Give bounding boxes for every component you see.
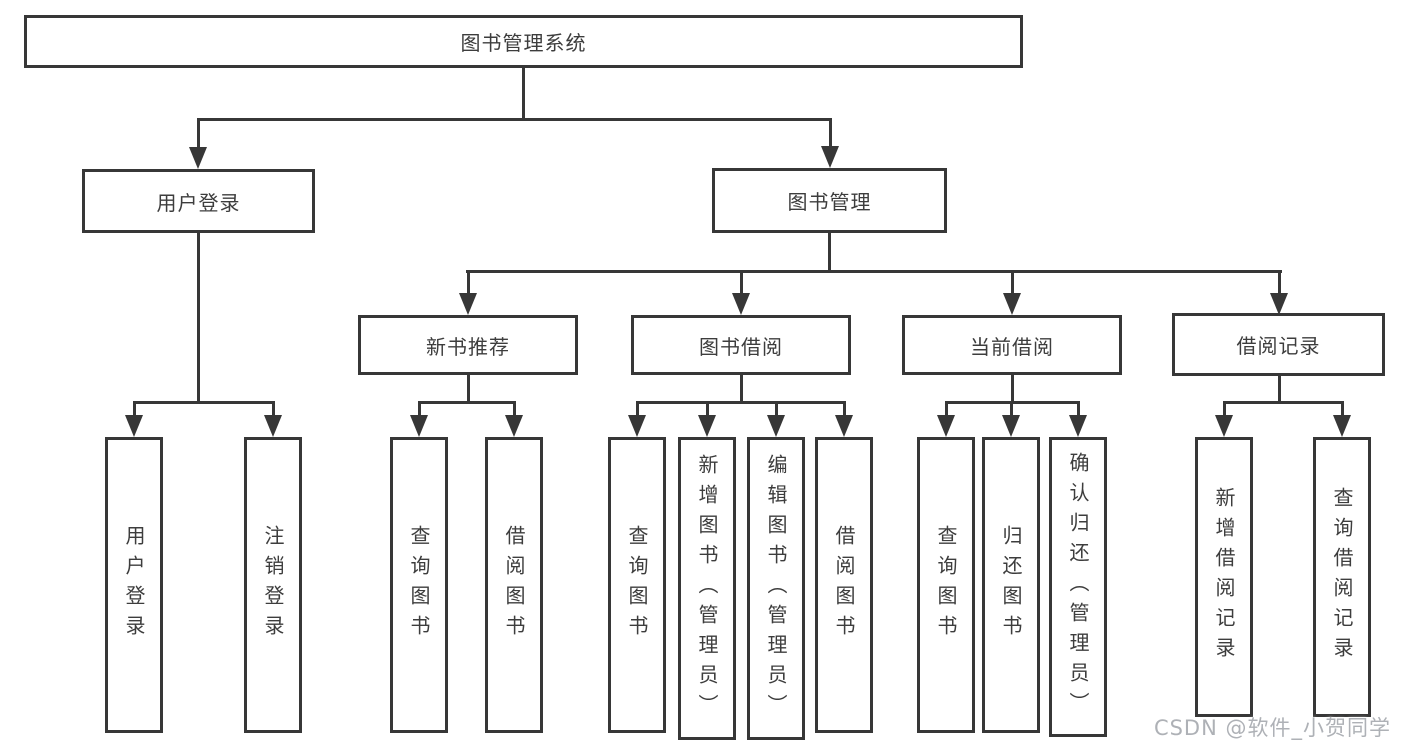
leaf-label: 编辑图书（管理员） xyxy=(764,453,788,724)
connector-group-branch xyxy=(636,401,846,404)
connector-shaft xyxy=(829,118,832,151)
arrowhead-down xyxy=(1215,415,1233,437)
node-current-borrow: 当前借阅 xyxy=(902,315,1122,375)
arrowhead-down xyxy=(1069,415,1087,437)
connector-shaft xyxy=(467,270,470,297)
node-label: 图书管理系统 xyxy=(460,31,587,55)
leaf-borrow-books: 借阅图书 xyxy=(815,437,873,733)
leaf-label: 归还图书 xyxy=(999,525,1023,645)
leaf-label: 查询借阅记录 xyxy=(1330,487,1354,667)
leaf-query-books-current: 查询图书 xyxy=(917,437,975,733)
leaf-label: 注销登录 xyxy=(261,525,285,645)
arrowhead-down xyxy=(1333,415,1351,437)
node-borrow-records: 借阅记录 xyxy=(1172,313,1385,376)
leaf-add-borrow-record: 新增借阅记录 xyxy=(1195,437,1253,717)
connector-group-branch xyxy=(418,401,516,404)
arrowhead-down xyxy=(189,147,207,169)
leaf-label: 确认归还（管理员） xyxy=(1066,452,1090,722)
arrowhead-down xyxy=(835,415,853,437)
connector-shaft xyxy=(843,401,846,420)
node-label: 图书管理 xyxy=(787,190,872,214)
connector-shaft xyxy=(418,401,421,420)
leaf-label: 新增图书（管理员） xyxy=(695,453,719,724)
leaf-return-books: 归还图书 xyxy=(982,437,1040,733)
node-user-login: 用户登录 xyxy=(82,169,315,233)
connector-shaft xyxy=(1223,401,1226,420)
arrowhead-down xyxy=(1002,415,1020,437)
connector-records-stem xyxy=(1278,375,1281,404)
connector-shaft xyxy=(775,401,778,420)
leaf-query-books-borrow: 查询图书 xyxy=(608,437,666,733)
leaf-label: 查询图书 xyxy=(934,525,958,645)
csdn-watermark: CSDN @软件_小贺同学 xyxy=(1153,716,1391,740)
connector-shaft xyxy=(1341,401,1344,420)
connector-shaft xyxy=(1278,270,1281,297)
leaf-label: 新增借阅记录 xyxy=(1212,487,1236,667)
leaf-confirm-return-admin: 确认归还（管理员） xyxy=(1049,437,1107,737)
leaf-logout: 注销登录 xyxy=(244,437,302,733)
arrowhead-down xyxy=(821,146,839,168)
node-new-book-recommend: 新书推荐 xyxy=(358,315,578,375)
connector-shaft xyxy=(272,401,275,420)
leaf-label: 查询图书 xyxy=(625,525,649,645)
connector-shaft xyxy=(513,401,516,420)
node-label: 用户登录 xyxy=(156,190,241,215)
arrowhead-down xyxy=(459,293,477,315)
leaf-edit-books-admin: 编辑图书（管理员） xyxy=(747,437,805,740)
node-label: 图书借阅 xyxy=(699,334,783,359)
connector-recommend-stem xyxy=(467,375,470,404)
arrowhead-down xyxy=(767,415,785,437)
connector-shaft xyxy=(945,401,948,420)
connector-shaft xyxy=(706,401,709,420)
arrowhead-down xyxy=(505,415,523,437)
node-book-borrow: 图书借阅 xyxy=(631,315,851,375)
leaf-borrow-books-recommend: 借阅图书 xyxy=(485,437,543,733)
leaf-query-borrow-record: 查询借阅记录 xyxy=(1313,437,1371,717)
connector-shaft xyxy=(636,401,639,420)
arrowhead-down xyxy=(125,415,143,437)
connector-group-branch xyxy=(1223,401,1344,404)
leaf-label: 借阅图书 xyxy=(832,525,856,645)
connector-shaft xyxy=(1011,270,1014,297)
arrowhead-down xyxy=(628,415,646,437)
connector-shaft xyxy=(133,401,136,420)
connector-current-stem xyxy=(1011,375,1014,404)
arrowhead-down xyxy=(264,415,282,437)
arrowhead-down xyxy=(732,293,750,315)
leaf-label: 借阅图书 xyxy=(502,525,526,645)
leaf-label: 用户登录 xyxy=(122,525,146,645)
leaf-label: 查询图书 xyxy=(407,525,431,645)
node-label: 借阅记录 xyxy=(1236,334,1321,358)
connector-shaft xyxy=(740,270,743,297)
node-label: 当前借阅 xyxy=(970,334,1054,359)
connector-shaft xyxy=(197,118,200,152)
arrowhead-down xyxy=(937,415,955,437)
connector-group-branch xyxy=(133,401,275,404)
connector-user-login-stem xyxy=(197,233,200,404)
connector-level3-branch xyxy=(466,270,1282,273)
arrowhead-down xyxy=(1003,293,1021,315)
arrowhead-down xyxy=(1270,293,1288,315)
connector-book-mgmt-stem xyxy=(828,233,831,273)
node-root-system: 图书管理系统 xyxy=(24,15,1023,68)
node-label: 新书推荐 xyxy=(426,334,510,359)
arrowhead-down xyxy=(698,415,716,437)
connector-shaft xyxy=(1077,401,1080,420)
leaf-user-login: 用户登录 xyxy=(105,437,163,733)
connector-root-stem xyxy=(522,68,525,121)
connector-shaft xyxy=(1010,401,1013,420)
connector-borrow-stem xyxy=(740,375,743,404)
leaf-add-books-admin: 新增图书（管理员） xyxy=(678,437,736,740)
node-book-management: 图书管理 xyxy=(712,168,947,233)
connector-level2-branch xyxy=(197,118,832,121)
leaf-query-books-recommend: 查询图书 xyxy=(390,437,448,733)
arrowhead-down xyxy=(410,415,428,437)
